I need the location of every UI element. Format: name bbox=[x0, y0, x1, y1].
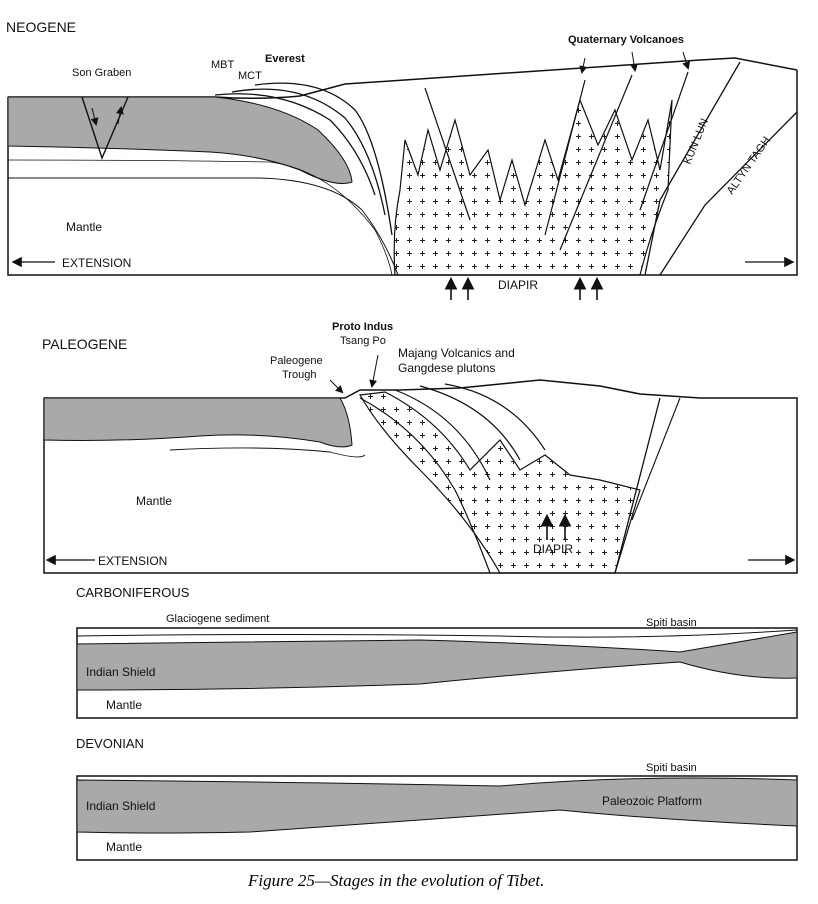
devonian-indian-shield-label: Indian Shield bbox=[86, 799, 155, 813]
paleogene-diapir bbox=[359, 391, 641, 574]
figure-caption: Figure 25—Stages in the evolution of Tib… bbox=[247, 871, 544, 890]
neogene-altyn-tagh-label: ALTYN TAGH bbox=[725, 135, 773, 197]
neogene-diapir-label: DIAPIR bbox=[498, 278, 538, 292]
paleogene-panel: PALEOGENE Proto Indus Tsang Po Paleogene… bbox=[42, 321, 798, 574]
paleogene-proto-indus-line1: Proto Indus bbox=[332, 321, 393, 333]
paleogene-thrust-4 bbox=[444, 383, 546, 451]
neogene-mantle-label: Mantle bbox=[66, 220, 102, 234]
neogene-volcano-arrow-2 bbox=[630, 51, 638, 72]
paleogene-majang-line1: Majang Volcanics and bbox=[398, 346, 515, 360]
neogene-thrust-3 bbox=[254, 82, 393, 236]
neogene-panel: NEOGENE bbox=[6, 19, 798, 300]
neogene-diapir-fault-1 bbox=[424, 87, 471, 221]
neogene-mbt-thrust bbox=[214, 93, 376, 196]
carboniferous-glaciogene-line bbox=[76, 629, 798, 638]
neogene-son-graben-label: Son Graben bbox=[72, 67, 131, 79]
neogene-volcano-arrow-3 bbox=[682, 51, 691, 70]
neogene-extension-label: EXTENSION bbox=[62, 256, 131, 270]
neogene-mbt-label: MBT bbox=[211, 59, 235, 71]
paleogene-thrust-2 bbox=[394, 389, 491, 481]
neogene-diapir bbox=[393, 98, 673, 276]
paleogene-thrust-1 bbox=[359, 397, 491, 574]
carboniferous-indian-shield-label: Indian Shield bbox=[86, 665, 155, 679]
neogene-kunlun-label: KUN LUN bbox=[682, 117, 711, 166]
neogene-quaternary-volcanoes-label: Quaternary Volcanoes bbox=[568, 34, 684, 46]
devonian-panel: DEVONIAN Spiti basin Indian Shield Paleo… bbox=[76, 736, 798, 861]
neogene-kunlun-fault bbox=[644, 61, 741, 276]
paleogene-proto-indus-arrow bbox=[369, 354, 379, 388]
neogene-mct-label: MCT bbox=[238, 70, 262, 82]
carboniferous-mantle-label: Mantle bbox=[106, 698, 142, 712]
paleogene-proto-indus-line2: Tsang Po bbox=[340, 335, 386, 347]
paleogene-trough-line2: Trough bbox=[282, 369, 316, 381]
carboniferous-glaciogene-label: Glaciogene sediment bbox=[166, 613, 269, 625]
neogene-mct-thrust bbox=[231, 88, 386, 216]
devonian-mantle-label: Mantle bbox=[106, 840, 142, 854]
paleogene-extension-label: EXTENSION bbox=[98, 554, 167, 568]
paleogene-title: PALEOGENE bbox=[42, 336, 127, 352]
carboniferous-panel: CARBONIFEROUS Glaciogene sediment Spiti … bbox=[76, 585, 798, 719]
neogene-diapir-fault-4 bbox=[639, 71, 689, 211]
carboniferous-indian-shield bbox=[76, 631, 798, 691]
neogene-diapir-fault-3 bbox=[559, 74, 633, 251]
devonian-indian-shield bbox=[76, 777, 798, 834]
neogene-slab-base-line bbox=[8, 177, 399, 276]
devonian-title: DEVONIAN bbox=[76, 736, 144, 751]
paleogene-suture-fault bbox=[614, 397, 661, 574]
carboniferous-spiti-basin-label: Spiti basin bbox=[646, 617, 697, 629]
neogene-slab-inner-line bbox=[7, 159, 393, 276]
neogene-indian-slab bbox=[7, 96, 353, 184]
paleogene-suture-fault-2 bbox=[631, 397, 681, 521]
neogene-altyn-fault bbox=[659, 111, 798, 276]
neogene-title: NEOGENE bbox=[6, 19, 76, 35]
paleogene-diapir-label: DIAPIR bbox=[533, 542, 573, 556]
devonian-paleozoic-platform-label: Paleozoic Platform bbox=[602, 794, 702, 808]
neogene-graben-arrow-2 bbox=[115, 106, 124, 125]
paleogene-thrust-3 bbox=[419, 385, 521, 461]
paleogene-trough-line1: Paleogene bbox=[270, 355, 323, 367]
neogene-diapir-fault-2 bbox=[544, 79, 586, 236]
paleogene-mantle-label: Mantle bbox=[136, 494, 172, 508]
paleogene-trough-arrow bbox=[329, 379, 344, 394]
neogene-everest-label: Everest bbox=[265, 53, 305, 65]
neogene-graben-arrow-1 bbox=[90, 107, 99, 126]
neogene-volcano-arrow-1 bbox=[579, 57, 588, 74]
paleogene-slab-base-line bbox=[169, 447, 366, 458]
paleogene-indian-slab bbox=[43, 397, 353, 448]
paleogene-majang-line2: Gangdese plutons bbox=[398, 361, 495, 375]
paleogene-frame bbox=[43, 379, 798, 574]
carboniferous-title: CARBONIFEROUS bbox=[76, 585, 190, 600]
devonian-spiti-basin-label: Spiti basin bbox=[646, 762, 697, 774]
